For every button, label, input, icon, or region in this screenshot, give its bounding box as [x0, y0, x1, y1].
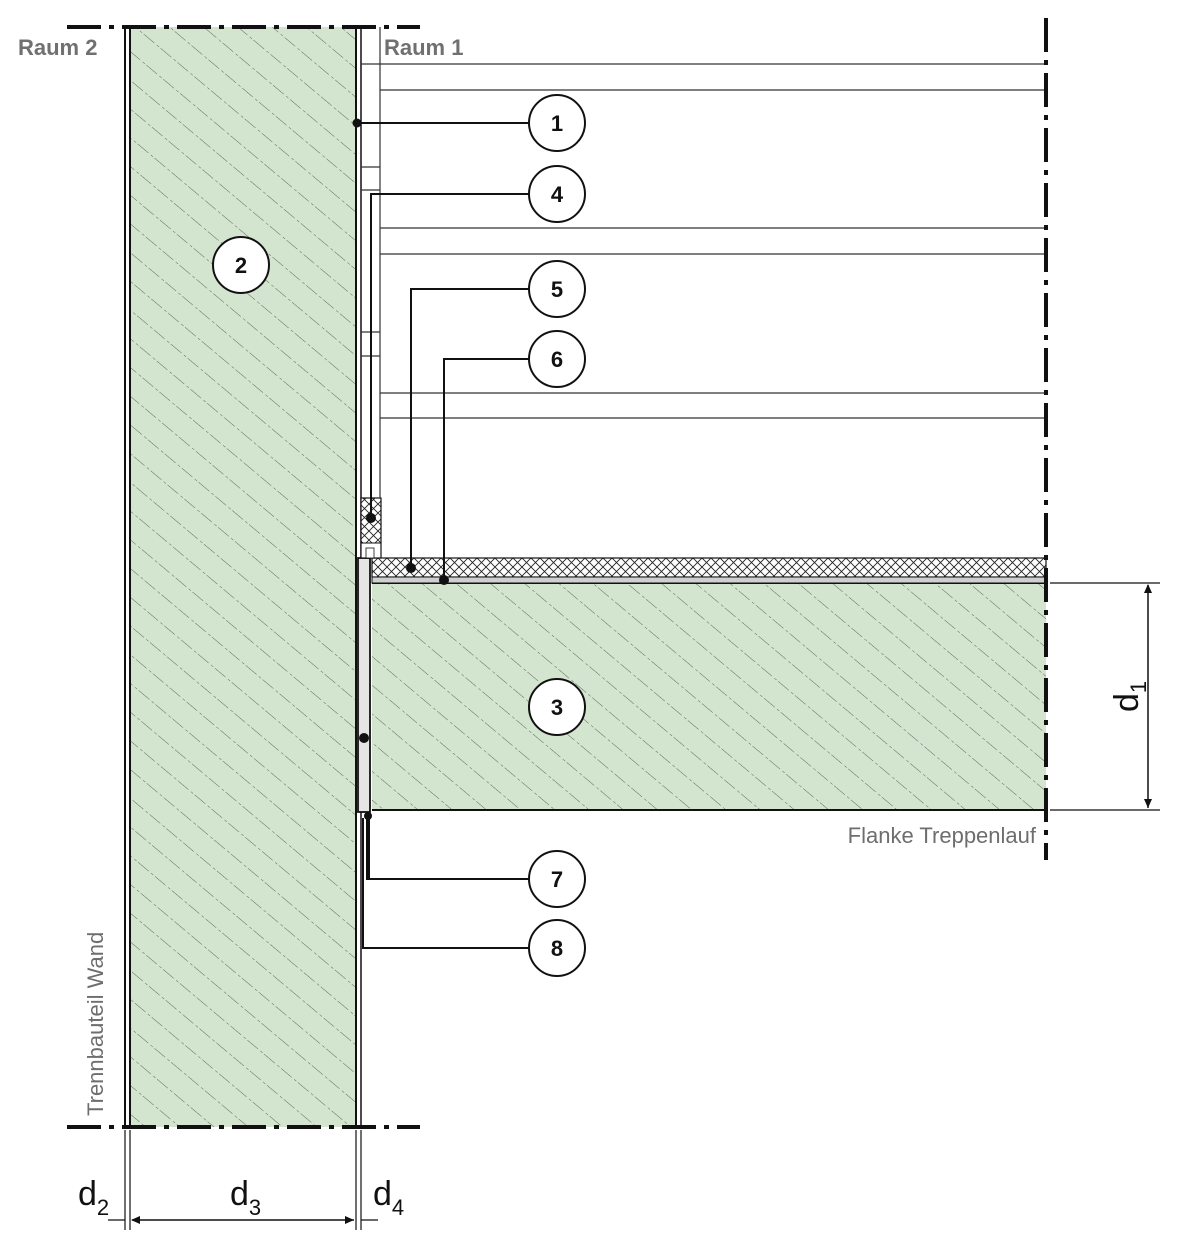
svg-text:8: 8	[551, 936, 563, 961]
label-flanke: Flanke Treppenlauf	[848, 823, 1037, 848]
separating-wall	[124, 27, 362, 1127]
label-trennbauteil: Trennbauteil Wand	[83, 932, 108, 1116]
callout-7: 7	[528, 850, 586, 908]
callout-5: 5	[528, 260, 586, 318]
svg-text:5: 5	[551, 277, 563, 302]
callout-6: 6	[528, 330, 586, 388]
svg-text:d1: d1	[1108, 681, 1151, 712]
svg-text:2: 2	[235, 253, 247, 278]
callout-1: 1	[528, 94, 586, 152]
svg-text:1: 1	[551, 111, 563, 136]
callout-3: 3	[528, 678, 586, 736]
floor-layers	[371, 557, 1047, 584]
dimension-d1: d1	[1050, 582, 1160, 811]
dimension-d2: d2	[78, 1175, 109, 1220]
stair-slab	[372, 582, 1046, 811]
cut-lines	[67, 18, 1048, 1129]
callout-4: 4	[528, 165, 586, 223]
dimension-d3: d3	[230, 1175, 261, 1220]
callout-2: 2	[212, 236, 270, 294]
joint-strip	[357, 557, 371, 813]
dimension-bottom	[108, 1130, 378, 1230]
label-raum-1: Raum 1	[384, 35, 463, 60]
callout-8: 8	[528, 919, 586, 977]
dimension-d4: d4	[373, 1175, 404, 1220]
label-raum-2: Raum 2	[18, 35, 97, 60]
svg-text:7: 7	[551, 867, 563, 892]
svg-text:3: 3	[551, 695, 563, 720]
svg-text:6: 6	[551, 347, 563, 372]
svg-text:4: 4	[551, 182, 564, 207]
leader-lines	[357, 122, 530, 949]
stair-steps	[361, 27, 1046, 498]
